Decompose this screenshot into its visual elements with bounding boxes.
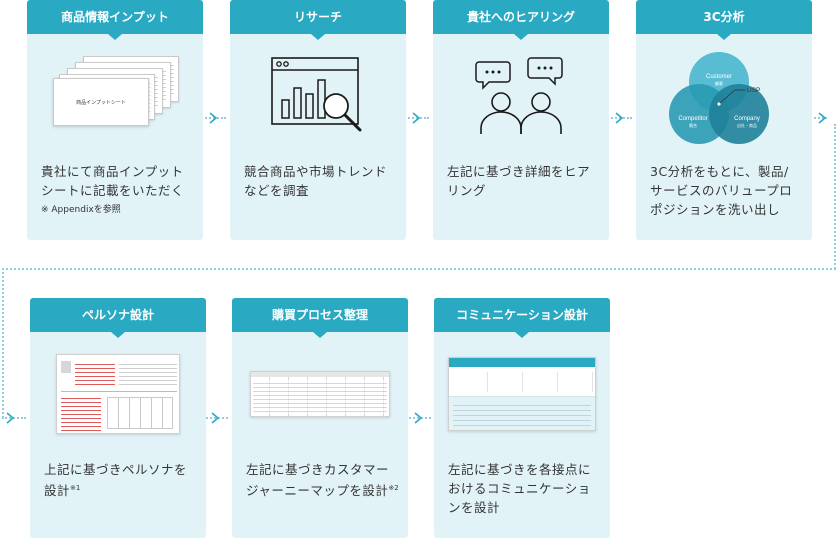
step-title: リサーチ (230, 0, 406, 40)
communication-plan-thumbnail (442, 342, 602, 446)
description-line: 競合商品や市場トレンド (244, 164, 388, 179)
description-line: おけるコミュニケーショ (448, 481, 591, 496)
step-description: 3C分析をもとに、製品/ サービスのバリュープロ ポジションを洗い出し (650, 162, 804, 219)
step-card-3c-analysis: 3C分析 USP Customer 顧客 Competitor 競合 Compa… (636, 0, 812, 240)
venn-competitor-sub: 競合 (689, 122, 697, 128)
venn-customer-sub: 顧客 (715, 80, 723, 86)
venn-company-label: Company (734, 116, 760, 122)
connector-wrap-vertical (834, 124, 836, 269)
connector-wrap-horizontal (2, 268, 836, 270)
description-line: 左記に基づきカスタマー (246, 462, 390, 477)
chevron-right-icon (211, 412, 220, 424)
chevron-right-icon (412, 112, 421, 124)
step-card-persona: ペルソナ設計 上記に基づきペルソナを 設計※1 (30, 298, 206, 538)
step-title: 商品情報インプット (27, 0, 203, 40)
chevron-right-icon (209, 112, 218, 124)
description-line: 左記に基づき詳細をヒア (447, 164, 591, 179)
document-stack-illustration: 商品インプットシート (35, 44, 195, 148)
venn-competitor-label: Competitor (678, 116, 707, 122)
input-sheet-document: 商品インプットシート (53, 78, 149, 126)
chevron-right-icon (818, 112, 827, 124)
step-description: 競合商品や市場トレンド などを調査 (244, 162, 398, 200)
sheet-label: 商品インプットシート (76, 99, 126, 106)
3c-venn-diagram: USP Customer 顧客 Competitor 競合 Company 自社… (644, 44, 804, 148)
description-line: ジャーニーマップを設計 (246, 483, 389, 498)
step-title: 購買プロセス整理 (232, 298, 408, 338)
journey-map-thumbnail (240, 342, 400, 446)
description-line: 貴社にて商品インプット (41, 164, 184, 179)
description-line: 3C分析をもとに、製品/ (650, 164, 789, 179)
step-card-communication: コミュニケーション設計 左記に基づきを各接点に おけるコミュニケーショ ンを設計 (434, 298, 610, 538)
description-line: 設計 (44, 483, 71, 498)
step-title: 3C分析 (636, 0, 812, 40)
step-description: 左記に基づき詳細をヒア リング (447, 162, 601, 200)
description-line: ンを設計 (448, 500, 501, 515)
description-line: ポジションを洗い出し (650, 202, 781, 217)
venn-customer-label: Customer (706, 74, 732, 80)
description-line: などを調査 (244, 183, 310, 198)
persona-sheet-thumbnail (38, 342, 198, 446)
footnote-marker: ※2 (388, 484, 399, 492)
appendix-note: ※ Appendixを参照 (41, 205, 121, 215)
description-line: シートに記載をいただく (41, 183, 185, 198)
step-description: 左記に基づきカスタマー ジャーニーマップを設計※2 (246, 460, 400, 500)
research-chart-icon (238, 44, 398, 148)
description-line: 左記に基づきを各接点に (448, 462, 592, 477)
description-line: リング (447, 183, 487, 198)
chevron-right-icon (615, 112, 624, 124)
step-title: コミュニケーション設計 (434, 298, 610, 338)
step-title: 貴社へのヒアリング (433, 0, 609, 40)
step-card-research: リサーチ 競合商品や市場トレンド などを調査 (230, 0, 406, 240)
step-description: 左記に基づきを各接点に おけるコミュニケーショ ンを設計 (448, 460, 602, 517)
step-title: ペルソナ設計 (30, 298, 206, 338)
step-description: 貴社にて商品インプット シートに記載をいただく (41, 162, 195, 200)
step-description: 上記に基づきペルソナを 設計※1 (44, 460, 198, 500)
venn-usp-label: USP (747, 87, 760, 94)
connector-wrap-down (2, 268, 4, 418)
step-card-hearing: 貴社へのヒアリング 左記に基づき詳細をヒア リング (433, 0, 609, 240)
chevron-right-icon (414, 412, 423, 424)
step-card-product-input: 商品情報インプット 商品インプットシート 貴社にて商品インプット シートに記載を… (27, 0, 203, 240)
footnote-marker: ※1 (70, 484, 81, 492)
step-card-purchase-process: 購買プロセス整理 左記に基づきカスタマー ジャーニーマップを設計※2 (232, 298, 408, 538)
description-line: 上記に基づきペルソナを (44, 462, 188, 477)
conversation-people-icon (441, 44, 601, 148)
venn-company-sub: 自社・商品 (737, 122, 757, 128)
chevron-right-icon (6, 412, 15, 424)
description-line: サービスのバリュープロ (650, 183, 793, 198)
